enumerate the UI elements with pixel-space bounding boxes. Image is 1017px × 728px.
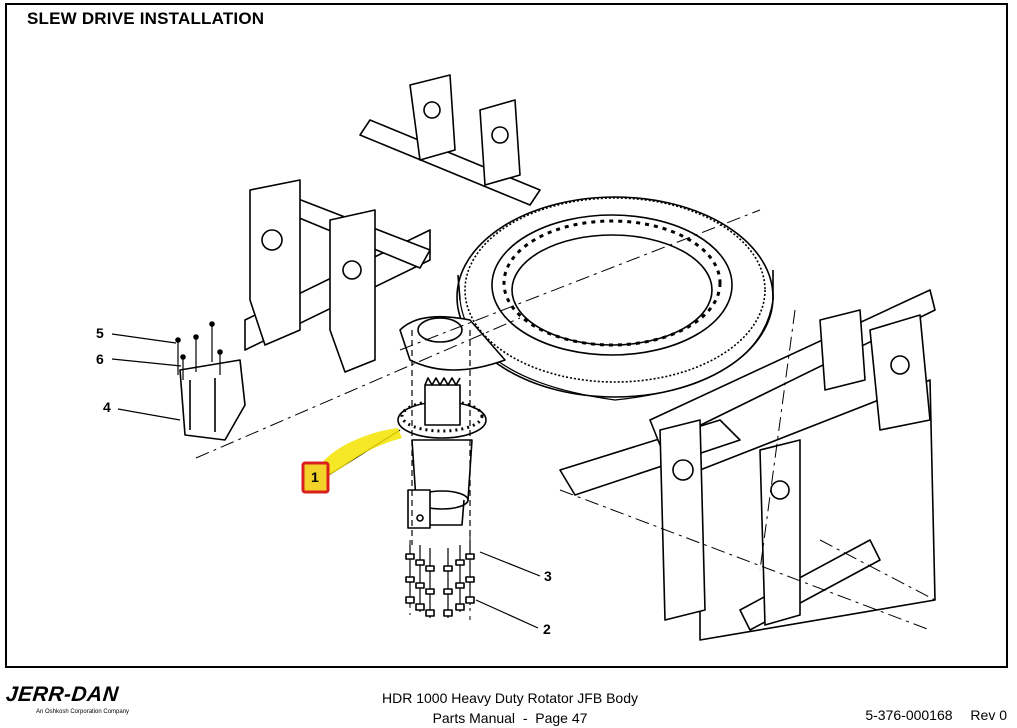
upright-bracket-7 — [869, 314, 931, 431]
revision: Rev 0 — [970, 707, 1007, 723]
leader-6 — [111, 358, 182, 367]
brand-logo: JERR-DAN An Oshkosh Corporation Company — [4, 683, 130, 715]
mount-plate — [399, 315, 506, 371]
page-indicator: Parts Manual - Page 47 — [432, 710, 588, 726]
upright-bracket-1 — [249, 179, 301, 346]
document-number: 5-376-000168 — [865, 707, 953, 723]
upright-bracket-2 — [329, 209, 376, 373]
page-title: SLEW DRIVE INSTALLATION — [27, 9, 265, 28]
leader-2 — [475, 599, 539, 629]
drawing-frame — [5, 3, 1008, 668]
slew-drive-assembly — [397, 377, 487, 529]
highlight-box — [301, 461, 330, 494]
callout-3[interactable]: 3 — [544, 568, 552, 584]
callout-1[interactable]: 1 — [311, 469, 319, 485]
brand-name: JERR-DAN — [4, 683, 120, 706]
upright-bracket-8 — [819, 309, 866, 391]
highlight-marker — [318, 428, 402, 480]
brand-tagline: An Oshkosh Corporation Company — [36, 709, 130, 715]
upright-bracket-5 — [659, 419, 706, 621]
callout-6[interactable]: 6 — [96, 351, 104, 367]
footer-center: HDR 1000 Heavy Duty Rotator JFB Body Par… — [360, 688, 660, 728]
leader-5 — [111, 333, 177, 344]
leader-4 — [117, 408, 181, 421]
upright-bracket-6 — [759, 439, 801, 626]
side-bracket — [179, 359, 246, 441]
callout-5[interactable]: 5 — [96, 325, 104, 341]
footer-right: 5-376-000168 Rev 0 — [865, 707, 1007, 723]
manual-title: HDR 1000 Heavy Duty Rotator JFB Body — [382, 690, 638, 706]
leader-3 — [479, 551, 541, 577]
callout-2[interactable]: 2 — [543, 621, 551, 637]
slew-ring-inner — [491, 214, 733, 356]
callout-4[interactable]: 4 — [103, 399, 111, 415]
